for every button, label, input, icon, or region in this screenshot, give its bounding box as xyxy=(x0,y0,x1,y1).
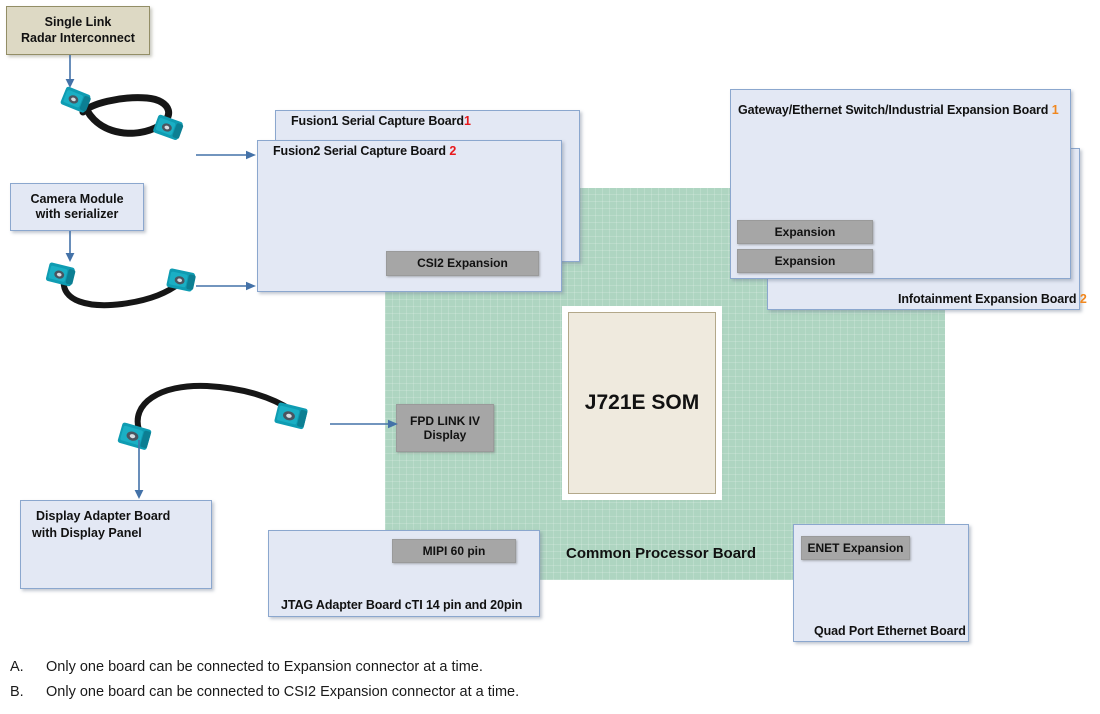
arrow-radar-to-cable xyxy=(62,55,78,89)
fusion2-label-text: Fusion2 Serial Capture Board xyxy=(273,144,446,158)
radar-interconnect-line2: Radar Interconnect xyxy=(21,30,135,45)
expansion-connector-1[interactable]: Expansion xyxy=(737,220,873,244)
camera-module-cable xyxy=(45,258,206,312)
footnote-a-key: A. xyxy=(10,659,24,675)
fusion1-label-text: Fusion1 Serial Capture Board xyxy=(291,114,464,128)
footnote-a-text: Only one board can be connected to Expan… xyxy=(46,659,483,675)
arrow-radar-cable-to-fusion xyxy=(196,149,258,161)
gateway-ethernet-industrial-expansion-board[interactable] xyxy=(730,89,1071,279)
infotainment-label-text: Infotainment Expansion Board xyxy=(898,292,1077,306)
fusion1-board-label: Fusion1 Serial Capture Board1 xyxy=(291,114,471,128)
gateway-marker: 1 xyxy=(1051,103,1059,117)
j721e-som[interactable]: J721E SOM xyxy=(568,312,716,494)
enet-expansion-connector[interactable]: ENET Expansion xyxy=(801,536,910,560)
fusion2-board-label: Fusion2 Serial Capture Board 2 xyxy=(273,144,456,158)
display-adapter-cable xyxy=(115,378,325,458)
quad-port-ethernet-board-label: Quad Port Ethernet Board xyxy=(814,624,966,638)
fpd-link-line2: Display xyxy=(423,428,467,442)
infotainment-marker: 2 xyxy=(1079,292,1087,306)
arrow-camera-to-cable xyxy=(62,231,78,263)
arrow-cable-to-display-adapter xyxy=(131,440,147,500)
fpd-link-line1: FPD LINK IV xyxy=(409,413,480,428)
footnote-a: A. Only one board can be connected to Ex… xyxy=(10,655,1090,680)
gateway-board-label: Gateway/Ethernet Switch/Industrial Expan… xyxy=(738,103,1059,117)
fusion1-marker: 1 xyxy=(463,114,471,128)
radar-interconnect-cable xyxy=(55,78,203,146)
arrow-display-cable-to-fpd xyxy=(330,418,400,430)
display-adapter-line1: Display Adapter Board xyxy=(36,509,171,523)
footnotes: A. Only one board can be connected to Ex… xyxy=(10,655,1090,706)
jtag-adapter-board-label: JTAG Adapter Board cTI 14 pin and 20pin xyxy=(281,598,523,612)
arrow-camera-cable-to-fusion xyxy=(196,280,258,292)
footnote-b-text: Only one board can be connected to CSI2 … xyxy=(46,684,520,701)
footnote-b: B. Only one board can be connected to CS… xyxy=(10,680,1090,705)
csi2-expansion-connector[interactable]: CSI2 Expansion xyxy=(386,251,539,276)
radar-interconnect-line1: Single Link xyxy=(44,14,112,29)
common-processor-board-label: Common Processor Board xyxy=(566,545,757,562)
fusion2-marker: 2 xyxy=(449,144,457,158)
infotainment-board-label: Infotainment Expansion Board 2 xyxy=(898,292,1087,306)
camera-module-box[interactable]: Camera Module with serializer xyxy=(10,183,144,231)
fpd-link-iv-display-connector[interactable]: FPD LINK IV Display xyxy=(396,404,494,452)
camera-module-line1: Camera Module xyxy=(30,192,124,206)
camera-module-line2: with serializer xyxy=(35,207,119,221)
display-adapter-board[interactable]: Display Adapter Board with Display Panel xyxy=(20,500,212,589)
gateway-label-text: Gateway/Ethernet Switch/Industrial Expan… xyxy=(738,103,1049,117)
footnote-b-key: B. xyxy=(10,684,24,701)
display-adapter-line2: with Display Panel xyxy=(32,526,142,540)
expansion-connector-2[interactable]: Expansion xyxy=(737,249,873,273)
mipi-60-pin-connector[interactable]: MIPI 60 pin xyxy=(392,539,516,563)
single-link-radar-interconnect-box[interactable]: Single Link Radar Interconnect xyxy=(6,6,150,55)
